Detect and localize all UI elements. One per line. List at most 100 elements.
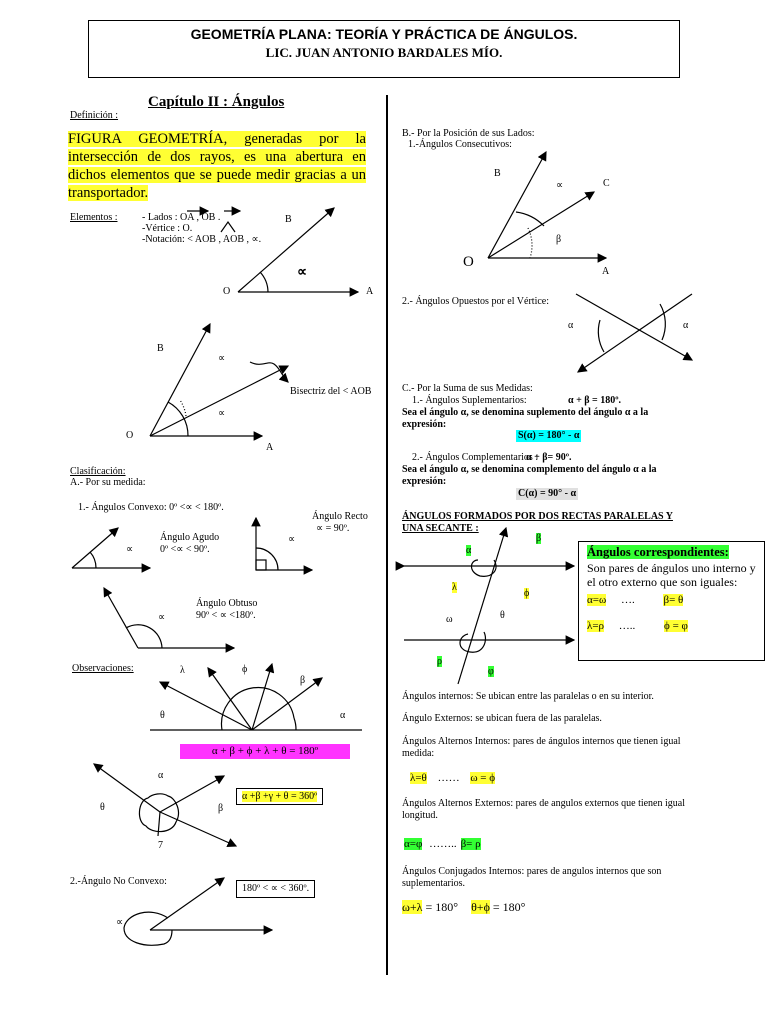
alt-int-eq2: ω = ϕ (470, 772, 496, 784)
obs2-gamma: 7 (158, 840, 163, 851)
fig2-label-a: A (266, 442, 274, 453)
recto-value: ∝ = 90º. (316, 523, 350, 534)
cons-label-b: B (494, 168, 501, 179)
obs1-sum: α + β + ϕ + λ + θ = 180º (180, 744, 350, 759)
corr-dots2: ….. (618, 620, 636, 632)
fig2-curly-arrow (249, 361, 289, 383)
alt-ext-text: Ángulos Alternos Externos: pares de angu… (402, 798, 685, 821)
obs2-alpha: α (158, 770, 164, 781)
fig1-label-b: B (285, 214, 292, 225)
par-omega: ω (446, 614, 453, 625)
suma-title: C.- Por la Suma de sus Medidas: (402, 383, 533, 394)
clasificacion-label: Clasificación: (70, 466, 126, 477)
notation-caret (220, 220, 236, 233)
fig2-label-b: B (157, 343, 164, 354)
conj-eq2b: = 180° (489, 900, 526, 914)
alt-int-eq1: λ=θ (410, 772, 427, 784)
recto-angle (251, 516, 314, 575)
conj-eq2a: θ+ϕ (471, 900, 490, 914)
corr-eq1a: α=ω (587, 594, 607, 606)
consecutivos-title: 1.-Ángulos Consecutivos: (408, 139, 512, 150)
parallels-figure (404, 526, 576, 685)
cons-label-o: O (463, 254, 474, 270)
fig2-label-alpha1: ∝ (218, 353, 226, 364)
recto-title: Ángulo Recto (312, 511, 368, 522)
fig2-label-o: O (126, 430, 134, 441)
chapter-title: Capítulo II : Ángulos (148, 94, 285, 110)
conj-eq1a: ω+λ (402, 900, 423, 914)
elements-label: Elementos : (70, 212, 118, 223)
conj-text: Ángulos Conjugados Internos: pares de an… (402, 866, 662, 889)
fig1-angle (237, 207, 360, 297)
alt-int-text: Ángulos Alternos Internos: pares de ángu… (402, 736, 681, 759)
elements-vertice: -Vértice : O. (142, 223, 193, 234)
alt-int-eqs: λ=θ …… ω = ϕ (410, 772, 496, 784)
agudo-title: Ángulo Agudo (160, 532, 220, 543)
consecutivos-figure (487, 150, 608, 263)
recto-alpha: ∝ (288, 534, 296, 545)
comp-formula: α + β= 90º. (526, 452, 572, 463)
obs1-lambda: λ (180, 665, 185, 676)
par-phi: ϕ (524, 588, 530, 599)
obtuso-range: 90º < ∝ <180º. (196, 610, 256, 621)
no-convexo-title: 2.-Ángulo No Convexo: (70, 876, 167, 887)
comp-text: Sea el ángulo α, se denomina complemento… (402, 464, 657, 487)
obs2-theta: θ (100, 802, 105, 813)
par-rho: ρ (437, 656, 442, 667)
obs2-beta: β (218, 803, 224, 814)
suplementarios-title: 1.- Ángulos Suplementarios: (412, 395, 527, 406)
cons-label-c: C (603, 178, 610, 189)
opuestos-alpha-right: α (683, 320, 689, 331)
alt-ext-eq1: α=φ (404, 838, 423, 850)
no-convexo-range: 180º < ∝ < 360º. (236, 880, 316, 898)
obtuso-angle (103, 586, 236, 653)
fig1-label-o: O (223, 286, 231, 297)
corr-dots1: …. (620, 594, 635, 606)
corresponding-angles-box: Ángulos correspondientes: Son pares de á… (578, 541, 765, 661)
conj-eq1b: = 180° (422, 900, 459, 914)
elements-lados: - Lados : OA , OB . (142, 212, 221, 223)
externos-text: Ángulo Externos: se ubican fuera de las … (402, 713, 602, 724)
author: LIC. JUAN ANTONIO BARDALES MÍO. (265, 45, 503, 60)
obs1-phi: ϕ (242, 664, 248, 675)
corr-text: Son pares de ángulos uno interno y el ot… (587, 561, 756, 589)
definition-label: Definición : (70, 110, 119, 121)
paralelas-title: ÁNGULOS FORMADOS POR DOS RECTAS PARALELA… (402, 511, 673, 534)
no-convexo-alpha: ∝ (116, 917, 124, 928)
corr-eq2a: λ=ρ (587, 620, 605, 632)
par-alpha: α (466, 545, 472, 556)
corr-eq2b: ϕ = φ (664, 620, 688, 632)
obtuso-alpha: ∝ (158, 612, 166, 623)
fig2-arc-dotted (179, 399, 187, 417)
corr-eq-row1: α=ω …. β= θ (587, 593, 756, 607)
posicion-title: B.- Por la Posición de sus Lados: (402, 128, 535, 139)
par-beta: β (536, 533, 542, 544)
corr-eq1b: β= θ (663, 594, 684, 606)
par-varphi: φ (488, 666, 494, 677)
agudo-alpha: ∝ (126, 544, 134, 555)
convexo-title: 1.- Ángulos Convexo: 0º <∝ < 180º. (78, 502, 224, 513)
fig2-angle (149, 322, 290, 441)
agudo-angle (71, 527, 152, 573)
fig2-label-alpha2: ∝ (218, 408, 226, 419)
internos-text: Ángulos internos: Se ubican entre las pa… (402, 691, 654, 702)
elements-notacion: -Notación: < AOB , AOB , ∝. (142, 234, 262, 245)
alt-ext-eqs: α=φ ……..β= ρ (404, 838, 481, 850)
obs1-beta: β (300, 675, 306, 686)
cons-label-beta: β (556, 234, 562, 245)
supl-text: Sea el ángulo α, se denomina suplemento … (402, 407, 649, 430)
column-divider (386, 95, 388, 975)
fig1-label-a: A (366, 286, 374, 297)
opuestos-alpha-left: α (568, 320, 574, 331)
fig1-label-alpha: ∝ (297, 265, 308, 280)
alt-int-dots: …… (437, 772, 460, 784)
corr-title: Ángulos correspondientes: (587, 545, 729, 559)
page-title: GEOMETRÍA PLANA: TEORÍA Y PRÁCTICA DE ÁN… (190, 26, 578, 42)
cons-label-alpha: ∝ (556, 180, 564, 191)
par-lambda: λ (452, 582, 457, 593)
por-medida: A.- Por su medida: (70, 477, 146, 488)
obs2-sum: α +β +γ + θ = 360º (242, 791, 318, 802)
opuestos-title: 2.- Ángulos Opuestos por el Vértice: (402, 296, 550, 307)
obs2-sum-box: α +β +γ + θ = 360º (236, 788, 324, 805)
